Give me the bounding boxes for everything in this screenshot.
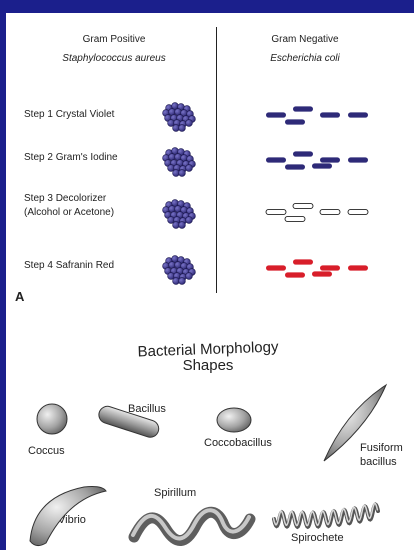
rod-cell: [266, 112, 286, 117]
coccus-cell: [186, 165, 193, 172]
coccus-cell: [186, 120, 193, 127]
rod-cell: [348, 112, 368, 117]
rod-cell: [266, 265, 286, 270]
rod-cell: [320, 265, 340, 270]
fusiform-shape: [324, 385, 386, 461]
staphylococcus-clusters: [163, 103, 196, 285]
rod-cell: [285, 272, 305, 277]
cocci-cluster-3: [163, 200, 196, 229]
rod-cell: [266, 209, 286, 214]
coccobacillus-shape: [217, 408, 251, 432]
rod-cell: [312, 271, 332, 276]
bacillus-shape: [97, 404, 161, 439]
rod-cell: [285, 119, 305, 124]
rod-group-step-1: [266, 106, 368, 124]
e-coli-rods: [266, 106, 368, 277]
rod-cell: [266, 157, 286, 162]
coccus-shape: [37, 404, 67, 434]
vibrio-shape: [30, 487, 106, 546]
coccus-cell: [179, 170, 186, 177]
cocci-cluster-4: [163, 256, 196, 285]
rod-cell: [320, 209, 340, 214]
rod-group-step-2: [266, 151, 368, 169]
rod-cell: [285, 216, 305, 221]
rod-cell: [348, 265, 368, 270]
rod-cell: [320, 157, 340, 162]
coccus-cell: [179, 278, 186, 285]
rod-cell: [293, 259, 313, 264]
cocci-cluster-2: [163, 148, 196, 177]
rod-cell: [293, 151, 313, 156]
rod-cell: [293, 106, 313, 111]
rod-cell: [285, 164, 305, 169]
coccus-cell: [186, 217, 193, 224]
cocci-cluster-1: [163, 103, 196, 132]
rod-cell: [293, 203, 313, 208]
rod-cell: [312, 163, 332, 168]
rod-cell: [348, 209, 368, 214]
coccus-cell: [186, 273, 193, 280]
coccus-cell: [179, 125, 186, 132]
figure-panel: Gram Positive Staphylococcus aureus Gram…: [6, 13, 414, 550]
rod-group-step-3: [266, 203, 368, 221]
coccus-cell: [179, 222, 186, 229]
illustration-layer: [6, 13, 414, 550]
rod-cell: [348, 157, 368, 162]
rod-group-step-4: [266, 259, 368, 277]
rod-cell: [320, 112, 340, 117]
